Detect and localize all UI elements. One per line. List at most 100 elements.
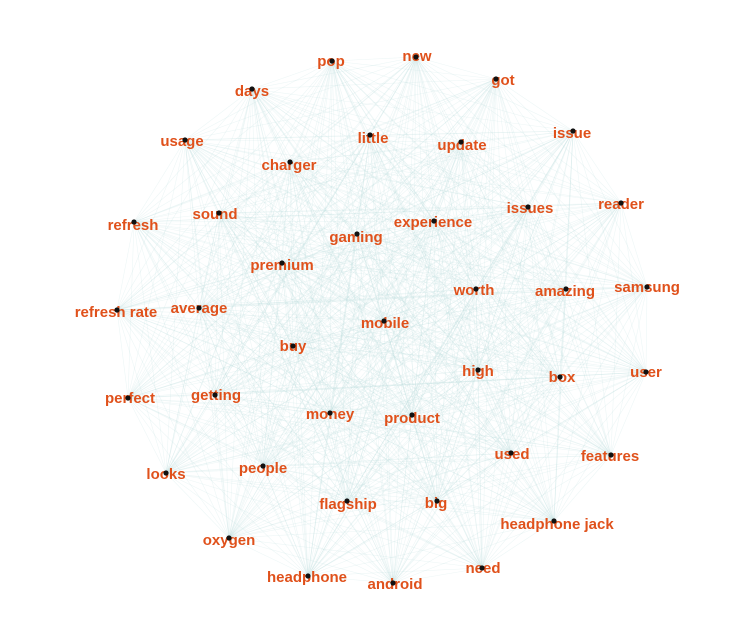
edge [127,345,294,399]
edge [214,220,435,396]
node-dot-reader [618,200,624,206]
edge [289,78,497,163]
edge [218,56,417,214]
edge [553,286,648,522]
edge [559,371,647,378]
edge [411,78,497,416]
edge [510,202,622,454]
edge [292,134,371,347]
edge [369,134,561,378]
edge [331,60,612,456]
edge [214,60,333,396]
edge [411,288,567,416]
node-dot-refresh [131,219,137,225]
edge [127,202,622,399]
edge [116,212,220,311]
edge [346,206,529,502]
edge [289,161,647,373]
edge [477,286,648,371]
edge [127,141,462,399]
edge [165,202,622,474]
edge [415,56,612,456]
edge [289,130,574,163]
edge [214,345,294,396]
edge [369,134,529,208]
edge [510,206,529,454]
edge [433,220,479,371]
edge [198,307,394,584]
edge [127,397,348,502]
edge [127,212,220,399]
edge [559,376,612,456]
edge [116,309,348,502]
edge [218,212,331,414]
edge [228,537,309,577]
edge [620,202,648,288]
edge [198,88,253,309]
edge [281,161,291,264]
node-label-gaming: gaming [329,229,382,246]
edge [251,88,648,288]
edge [251,88,483,569]
edge [198,307,331,414]
edge [495,78,612,456]
edge [346,288,567,502]
edge [572,130,648,288]
edge [214,394,612,456]
edge [116,309,413,416]
edge [214,130,574,396]
edge [331,60,385,322]
edge [436,286,648,502]
edge [116,202,622,311]
edge [460,141,512,454]
edge [369,134,622,204]
edge [214,56,417,396]
edge [228,500,438,539]
edge [289,161,294,347]
edge [415,56,555,522]
edge [218,212,561,378]
edge [436,78,497,502]
edge [184,88,253,141]
node-dot-update [458,139,464,145]
edge [262,233,358,467]
edge [116,134,371,311]
edge [289,134,371,163]
edge [116,262,283,311]
edge [527,206,612,456]
edge [228,288,477,539]
edge [198,220,435,309]
edge [383,141,462,322]
edge [198,134,371,309]
edge [329,78,497,414]
edge [198,307,348,502]
edge [281,134,371,264]
edge [251,88,462,143]
edge [198,307,647,373]
edge [218,212,435,222]
edge [133,221,561,378]
edge [184,139,200,309]
node-label-amazing: amazing [535,283,595,300]
edge [133,221,331,414]
edge [251,88,574,132]
edge [228,56,417,539]
edge [331,60,512,454]
edge [415,56,477,290]
edge [477,130,574,371]
edge [369,130,574,136]
edge [331,60,477,290]
edge [165,78,497,474]
node-label-product: product [384,410,440,427]
edge [262,202,622,467]
edge [133,134,371,223]
edge [559,130,574,378]
node-dot-user [643,369,649,375]
edge [127,397,331,414]
edge [165,262,283,474]
edge [289,161,413,416]
edge [329,412,483,569]
edge [331,60,555,522]
edge [527,206,555,522]
edge [214,394,348,502]
